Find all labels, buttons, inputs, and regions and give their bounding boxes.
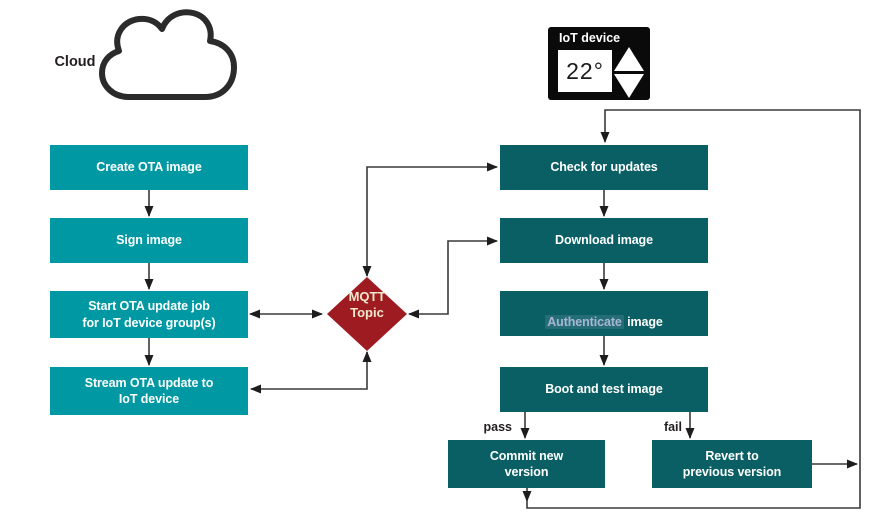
node-sign-image: Sign image	[50, 218, 248, 263]
node-start-ota-update-job: Start OTA update job for IoT device grou…	[50, 291, 248, 338]
pass-branch-label: pass	[483, 420, 513, 434]
node-create-ota-image: Create OTA image	[50, 145, 248, 190]
highlighted-word: Authenticate	[545, 314, 624, 329]
loop-commit-to-check	[526, 109, 861, 509]
node-label: image	[623, 314, 663, 329]
node-label: Stream OTA update to IoT device	[84, 375, 214, 406]
mqtt-diamond	[327, 277, 407, 351]
node-label: Commit new version	[489, 448, 564, 479]
iot-device-label: IoT device	[559, 31, 621, 45]
node-authenticate-image: Authenticate image	[500, 291, 708, 336]
node-label: Check for updates	[550, 160, 658, 175]
arrow-mqtt-download	[408, 236, 498, 319]
node-commit-new-version: Commit new version	[448, 440, 605, 488]
node-stream-ota-update: Stream OTA update to IoT device	[50, 367, 248, 415]
arrow-mqtt-checkupdates	[362, 162, 498, 277]
thermostat-up-icon	[614, 47, 644, 71]
cloud-icon	[93, 6, 243, 108]
node-label: Sign image	[116, 233, 182, 248]
cloud-label: Cloud	[54, 54, 96, 70]
node-label: Boot and test image	[545, 382, 663, 397]
node-check-for-updates: Check for updates	[500, 145, 708, 190]
node-revert-previous-version: Revert to previous version	[652, 440, 812, 488]
node-label: Start OTA update job for IoT device grou…	[82, 299, 216, 330]
node-label: Download image	[555, 233, 653, 248]
arrow-mqtt-stream	[250, 351, 372, 394]
temperature-display: 22°	[558, 50, 612, 92]
iot-device-icon: IoT device 22°	[548, 27, 650, 100]
node-label: Create OTA image	[96, 160, 202, 175]
thermostat-down-icon	[614, 74, 644, 98]
mqtt-topic-label: MQTT Topic	[348, 289, 386, 321]
node-boot-and-test-image: Boot and test image	[500, 367, 708, 412]
fail-branch-label: fail	[663, 420, 682, 434]
node-label: Revert to previous version	[682, 448, 782, 479]
node-download-image: Download image	[500, 218, 708, 263]
